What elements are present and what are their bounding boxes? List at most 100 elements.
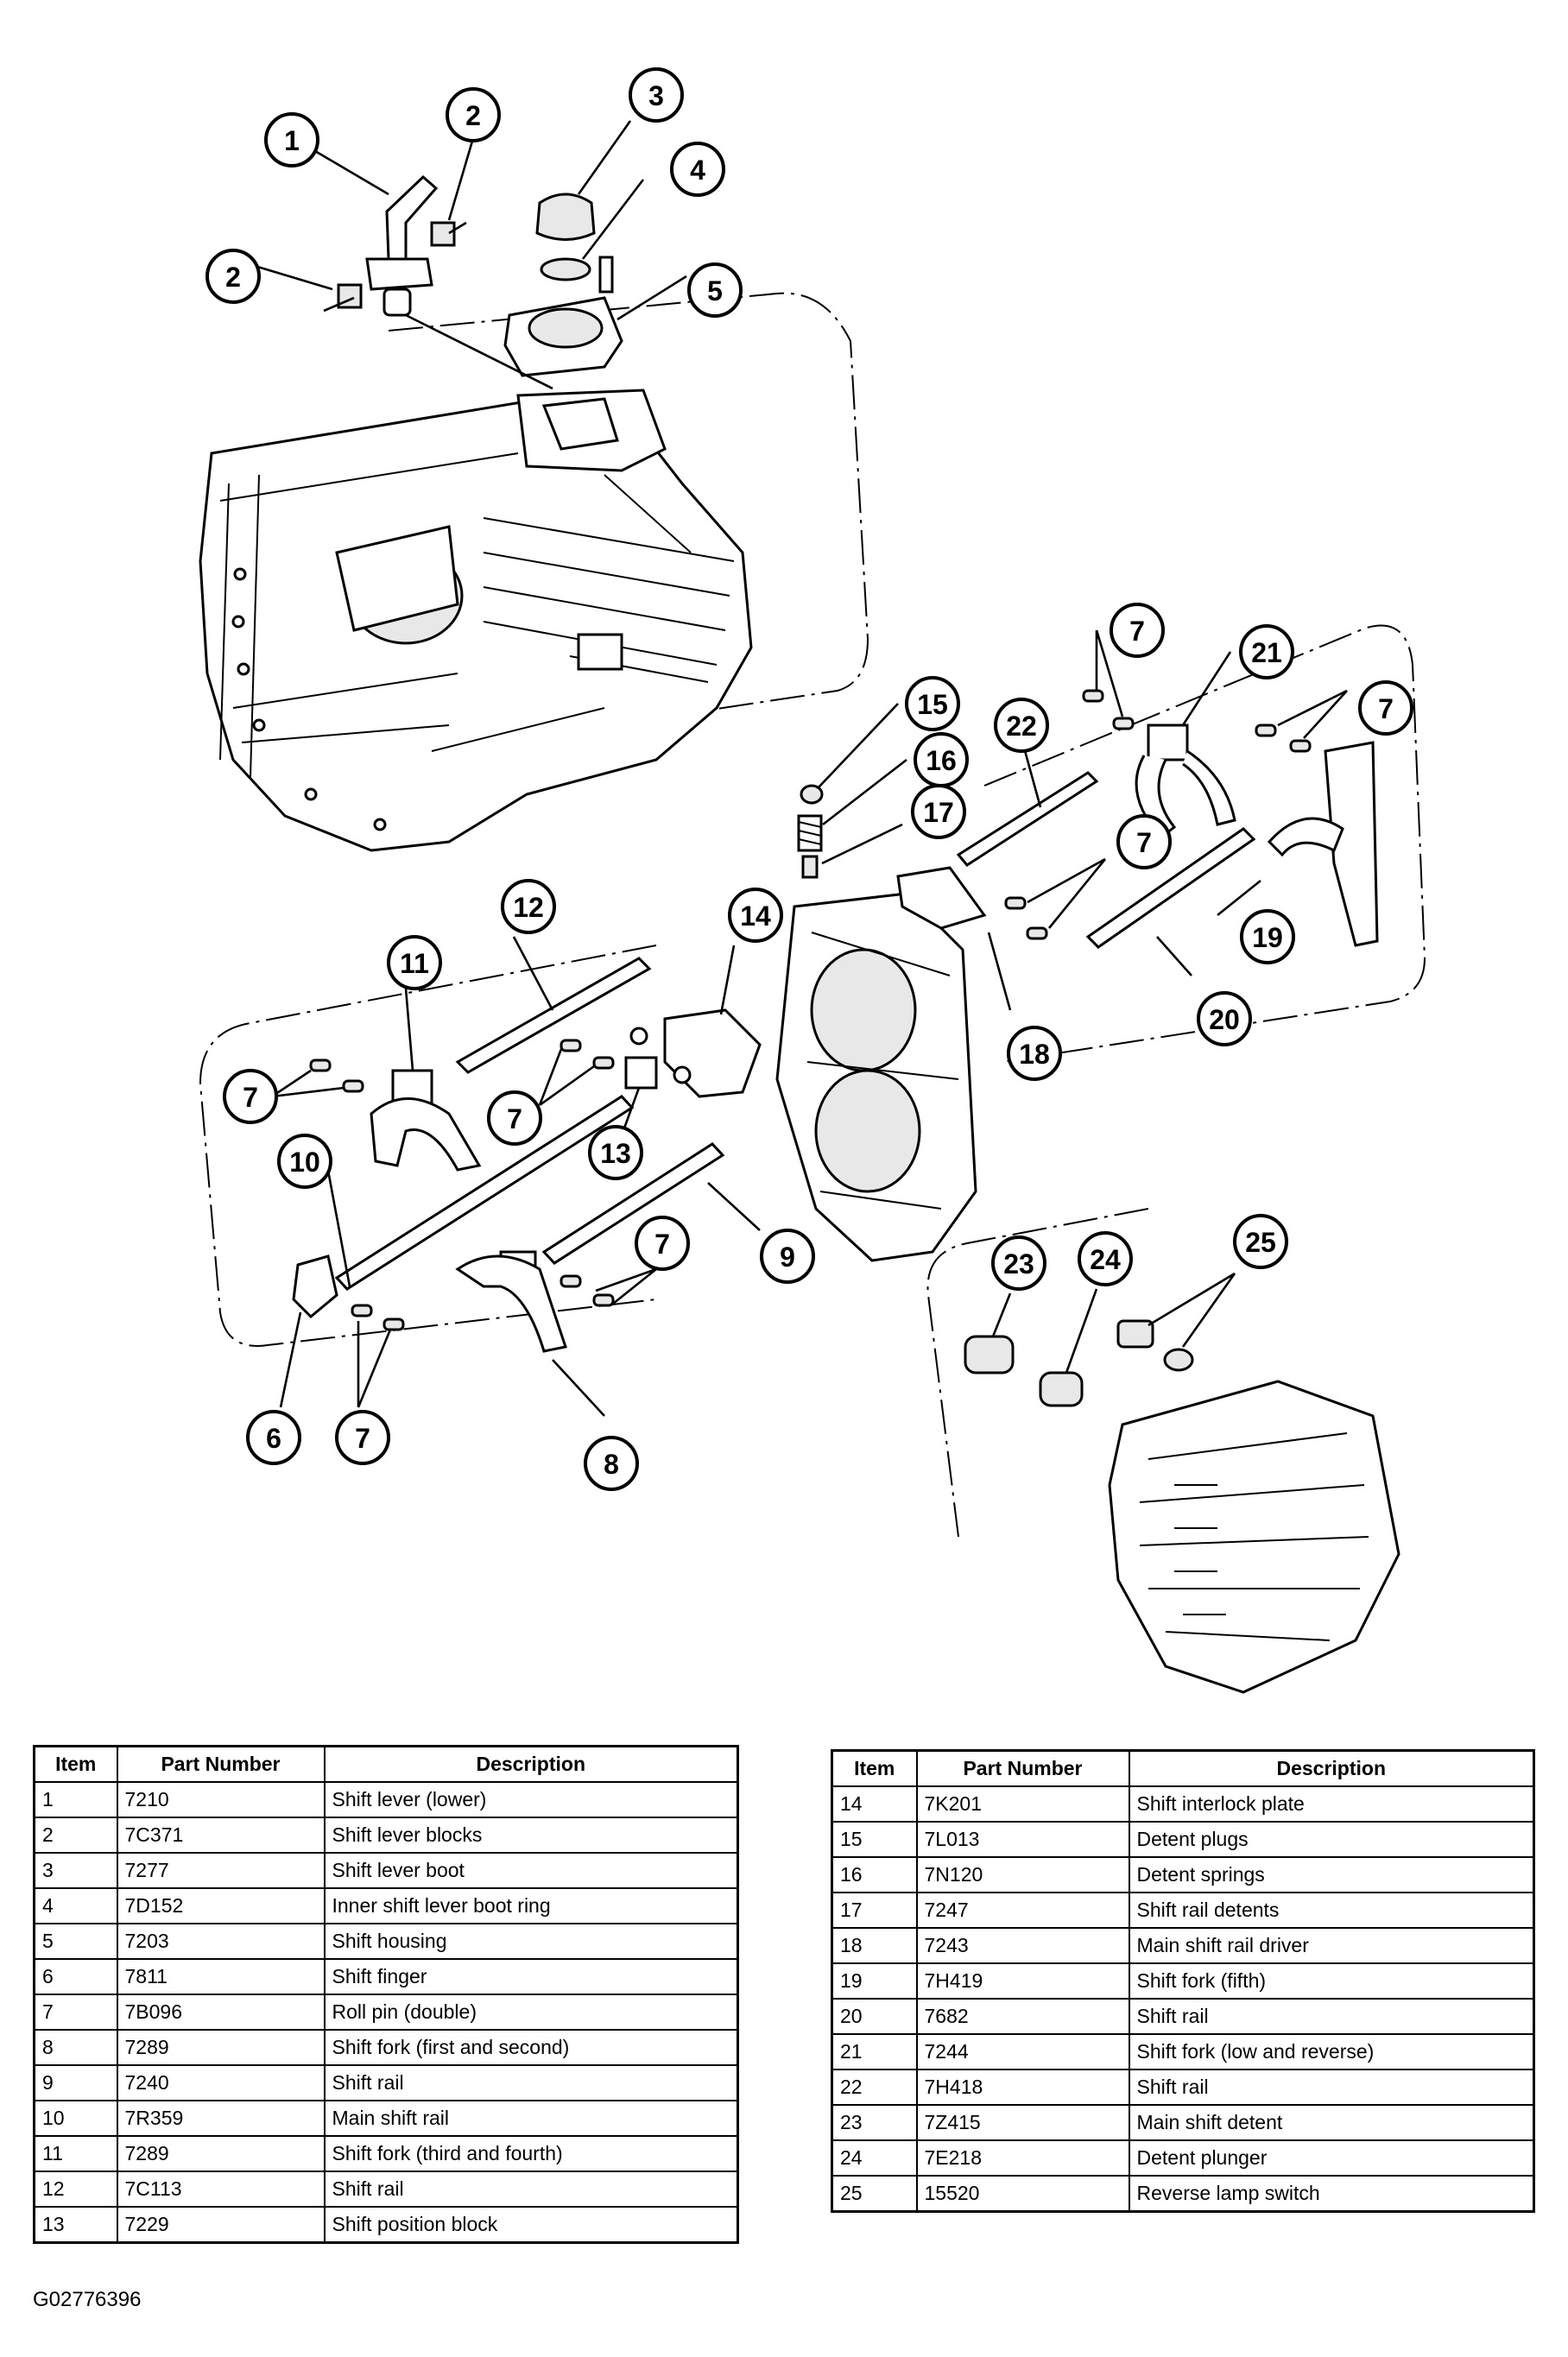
callout-label: 11	[400, 948, 429, 979]
callout-label: 3	[648, 80, 664, 111]
callout-13: 13	[588, 1125, 643, 1180]
description-cell: Reverse lamp switch	[1128, 2175, 1535, 2213]
callout-label: 6	[266, 1423, 281, 1454]
item-cell: 18	[831, 1927, 918, 1964]
callout-7: 7	[635, 1216, 690, 1271]
item-cell: 22	[831, 2069, 918, 2106]
item-cell: 3	[33, 1852, 118, 1889]
part-number-cell: 7N120	[915, 1856, 1130, 1893]
description-cell: Shift housing	[323, 1923, 739, 1960]
main-shift-detent	[964, 1335, 1015, 1374]
description-cell: Shift rail	[323, 2171, 739, 2208]
item-cell: 9	[33, 2064, 118, 2101]
part-number-cell: 7243	[915, 1927, 1130, 1964]
header-item: Item	[33, 1745, 118, 1783]
bolt	[598, 256, 614, 294]
shift-rail-driver	[896, 866, 987, 930]
description-cell: Shift position block	[323, 2206, 739, 2244]
callout-label: 23	[1003, 1248, 1034, 1280]
part-number-cell: 7247	[915, 1892, 1130, 1929]
callout-label: 4	[690, 155, 705, 186]
callout-8: 8	[584, 1436, 639, 1491]
part-number-cell: 7E218	[915, 2139, 1130, 2177]
callout-2: 2	[446, 87, 501, 142]
boot-ring	[540, 257, 591, 281]
item-cell: 16	[831, 1856, 918, 1893]
callout-label: 21	[1251, 637, 1282, 668]
rail-9	[541, 1142, 725, 1265]
rail-20	[1085, 827, 1256, 949]
item-cell: 21	[831, 2033, 918, 2070]
callout-label: 13	[600, 1138, 631, 1169]
detent-plunger	[1039, 1371, 1084, 1407]
callout-14: 14	[728, 888, 783, 943]
item-cell: 20	[831, 1998, 918, 2035]
callout-24: 24	[1078, 1231, 1133, 1286]
callout-label: 18	[1019, 1039, 1050, 1070]
header-description: Description	[1128, 1749, 1535, 1787]
rail-12	[455, 957, 652, 1074]
part-number-cell: 7K201	[915, 1785, 1130, 1823]
callout-20: 20	[1197, 991, 1252, 1046]
table-header-row: Item Part Number Description	[33, 1745, 739, 1783]
callout-label: 10	[289, 1147, 320, 1178]
item-cell: 5	[33, 1923, 118, 1960]
description-cell: Detent plugs	[1128, 1821, 1535, 1858]
detent-plug	[800, 784, 824, 805]
callout-label: 25	[1245, 1227, 1276, 1258]
part-number-cell: 7289	[116, 2135, 326, 2172]
callout-4: 4	[670, 142, 725, 197]
callout-label: 7	[243, 1082, 258, 1113]
rail-detent	[801, 855, 819, 879]
callout-9: 9	[760, 1229, 815, 1284]
part-number-cell: 7289	[116, 2029, 326, 2066]
callout-3: 3	[629, 67, 684, 123]
callout-label: 7	[1129, 616, 1145, 647]
callout-16: 16	[914, 732, 969, 787]
part-number-cell: 7R359	[116, 2100, 326, 2137]
header-part-number: Part Number	[915, 1749, 1130, 1787]
callout-label: 19	[1252, 922, 1283, 953]
item-cell: 17	[831, 1892, 918, 1929]
item-cell: 15	[831, 1821, 918, 1858]
intermediate-plate	[775, 892, 977, 1262]
description-cell: Shift fork (first and second)	[323, 2029, 739, 2066]
switch-washer	[1163, 1348, 1194, 1372]
callout-label: 17	[923, 797, 954, 828]
transmission-case	[199, 389, 753, 852]
item-cell: 13	[33, 2206, 118, 2244]
callout-5: 5	[687, 262, 743, 318]
part-number-cell: 7L013	[915, 1821, 1130, 1858]
item-cell: 4	[33, 1887, 118, 1924]
description-cell: Main shift detent	[1128, 2104, 1535, 2141]
extension-group-outline	[926, 1208, 1149, 1538]
callout-7: 7	[1358, 680, 1413, 736]
item-cell: 8	[33, 2029, 118, 2066]
callout-11: 11	[387, 935, 442, 990]
callout-label: 16	[926, 745, 957, 776]
description-cell: Main shift rail driver	[1128, 1927, 1535, 1964]
callout-7: 7	[1110, 603, 1165, 658]
roll-pins	[309, 689, 1312, 1331]
part-number-cell: 7H419	[915, 1962, 1130, 2000]
upper-group-outline	[388, 292, 869, 717]
rail-22	[956, 771, 1099, 867]
header-part-number: Part Number	[116, 1745, 326, 1783]
callout-25: 25	[1233, 1214, 1288, 1269]
callout-label: 20	[1209, 1004, 1240, 1035]
item-cell: 2	[33, 1817, 118, 1854]
